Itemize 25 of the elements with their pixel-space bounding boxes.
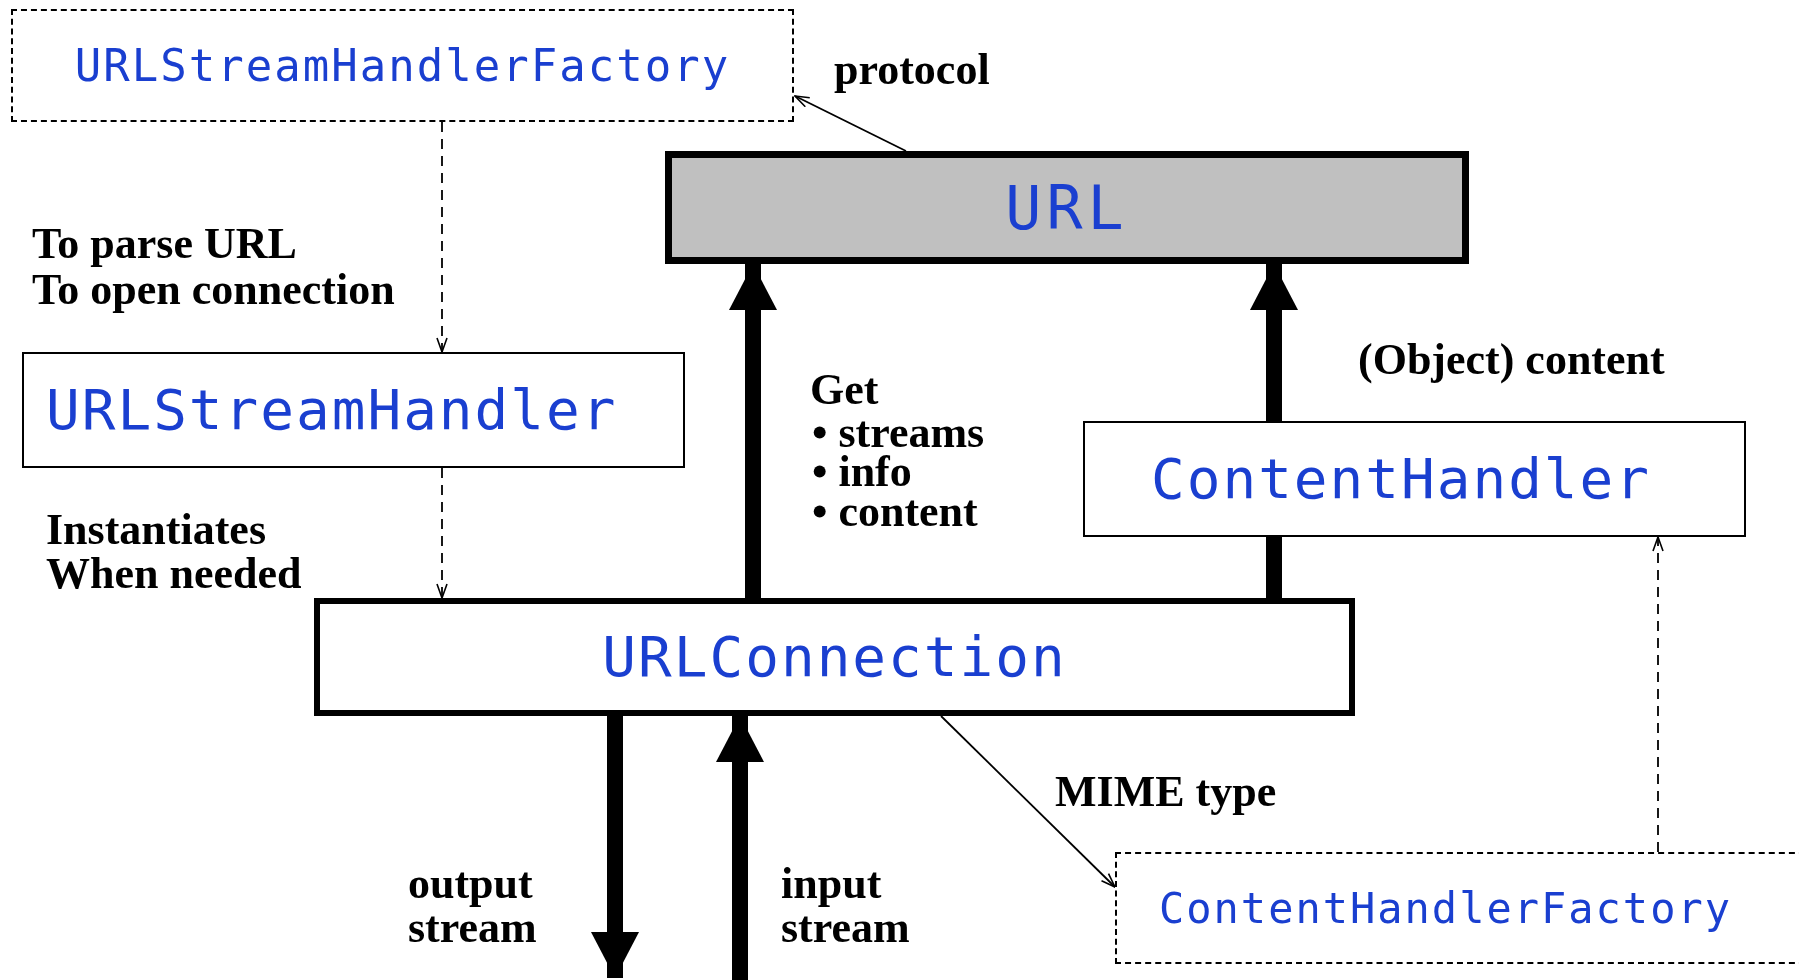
class-box: URLConnection xyxy=(314,598,1355,716)
edge-label: output stream xyxy=(408,862,538,950)
arrow xyxy=(729,264,777,598)
class-box: URLStreamHandlerFactory xyxy=(11,9,794,122)
connector-line xyxy=(1266,537,1282,598)
arrow xyxy=(1250,264,1298,421)
edge-label: MIME type xyxy=(1055,770,1277,814)
arrow xyxy=(591,716,639,978)
note-text: To open connection xyxy=(32,268,395,312)
edge-label: (Object) content xyxy=(1358,338,1665,382)
class-box: URL xyxy=(665,151,1469,264)
edge-label: protocol xyxy=(834,48,990,92)
class-box: URLStreamHandler xyxy=(22,352,685,468)
arrow xyxy=(436,467,448,599)
edge-label: Instantiates When needed xyxy=(46,508,303,596)
class-box: ContentHandler xyxy=(1083,421,1746,537)
class-box: ContentHandlerFactory xyxy=(1115,852,1799,964)
edge-label: To parse URL xyxy=(32,222,297,266)
edge-label: Get xyxy=(810,368,879,412)
arrow xyxy=(940,715,1116,888)
arrow xyxy=(716,716,764,980)
edge-label: input stream xyxy=(781,862,911,950)
arrow xyxy=(1652,536,1664,853)
arrow xyxy=(794,95,907,152)
arrow xyxy=(436,121,448,353)
